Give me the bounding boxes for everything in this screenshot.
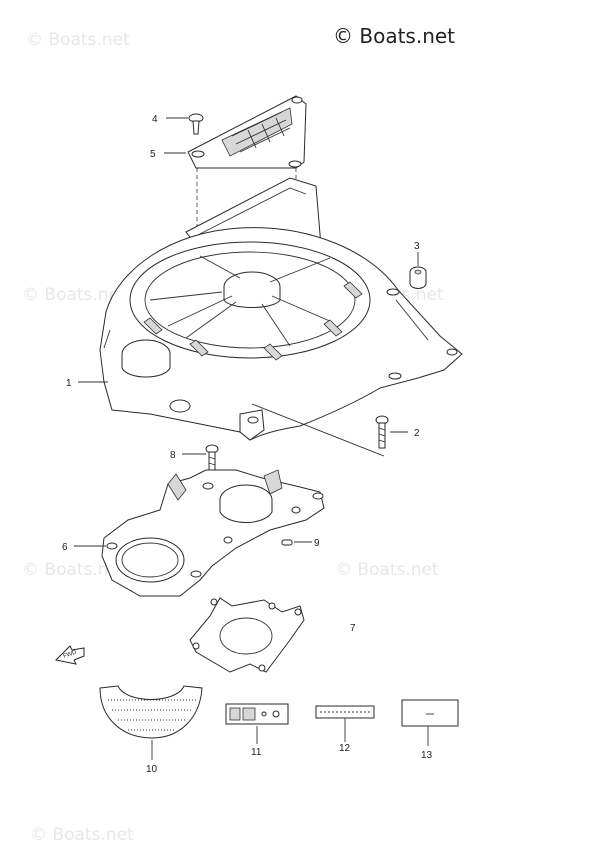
leader-lines [74,117,419,547]
watermark: © Boats.net [30,825,134,845]
part-8-bolt [205,444,219,473]
fwd-arrow-icon: FWD [54,645,85,665]
callout-11: 11 [251,747,262,758]
part-1-flywheel-cover [99,177,463,457]
callout-3: 3 [414,241,420,252]
part-6-mount-bracket [101,469,325,597]
callout-8: 8 [170,450,176,461]
watermark: © Boats.net [22,560,126,580]
part-5-top-plate [187,95,307,232]
part-12-strip-label [315,705,375,742]
callout-5: 5 [150,149,156,160]
watermark: © Boats.net [335,560,439,580]
brand-label: © Boats.net [333,24,455,48]
fwd-label: FWD [63,649,79,660]
part-10-pad [99,685,203,760]
part-7-gasket [189,597,305,673]
callout-2: 2 [414,428,420,439]
watermark: © Boats.net [22,285,126,305]
callout-1: 1 [66,378,72,389]
watermark: © Boats.net [26,30,130,50]
callout-4: 4 [152,114,158,125]
callout-12: 12 [339,743,351,754]
callout-9: 9 [314,538,320,549]
part-2-bolt [375,415,389,449]
callout-13: 13 [421,750,433,761]
callout-7: 7 [350,623,356,634]
part-13-plate-label [401,699,459,746]
callout-6: 6 [62,542,68,553]
callout-10: 10 [146,764,158,775]
part-4-screw [188,113,204,135]
part-9-pin [281,539,293,546]
part-11-warning-label [225,703,289,744]
part-3-grommet [409,266,427,289]
